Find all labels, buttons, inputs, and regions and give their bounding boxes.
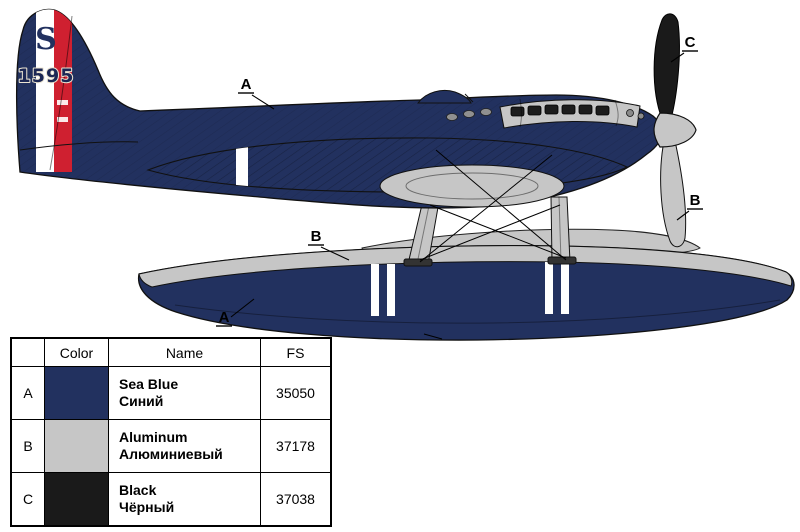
rear-strut-fitting — [547, 256, 577, 265]
tail-code: S — [35, 22, 57, 57]
table-row-a-name-en: Sea Blue — [119, 376, 179, 392]
table-row-a-fs: 35050 — [260, 366, 330, 419]
windscreen-line — [464, 93, 474, 103]
callout-a-fuselage: A — [241, 76, 252, 93]
callouts: A C B B A — [216, 34, 703, 327]
rudder-hinge-line — [49, 15, 73, 171]
propeller-spinner — [653, 112, 697, 148]
table-row-b-swatch — [44, 419, 108, 472]
main-float — [137, 245, 795, 341]
leader-b-float — [320, 246, 350, 261]
cowl-port-2 — [637, 112, 645, 120]
table-row-c-letter: C — [12, 472, 44, 525]
cockpit-vents — [446, 108, 492, 121]
propeller-blade-bottom — [660, 140, 687, 248]
tailplane-line — [19, 141, 139, 151]
panel-line-1 — [519, 98, 522, 128]
fin-flash-white — [36, 9, 54, 172]
table-row-b-name-en: Aluminum — [119, 429, 188, 445]
front-strut-fitting — [403, 258, 433, 267]
table-row-c-name: Black Чёрный — [108, 472, 260, 525]
exhaust-stubs — [510, 104, 610, 117]
table-header-fs: FS — [260, 339, 330, 366]
float-id-stripes — [371, 262, 569, 316]
table-row-c-swatch — [44, 472, 108, 525]
float-chine-line — [174, 299, 781, 324]
panel-line-2 — [614, 99, 619, 127]
callout-b-float: B — [311, 228, 322, 245]
table-row-a-name: Sea Blue Синий — [108, 366, 260, 419]
float-step-line — [423, 333, 443, 340]
leader-a-float — [230, 298, 255, 318]
callout-a-float: A — [219, 309, 230, 326]
table-header-letter — [12, 339, 44, 366]
color-table: Color Name FS A Sea Blue Синий 35050 B A… — [10, 337, 332, 527]
callout-c-propeller: C — [685, 34, 696, 51]
table-row-c-name-en: Black — [119, 482, 157, 498]
leader-a-fuselage — [251, 94, 275, 110]
belly-fairing — [379, 164, 565, 208]
table-row-a-swatch — [44, 366, 108, 419]
propeller — [653, 13, 697, 248]
fin-tick-2 — [57, 117, 68, 122]
table-header-name: Name — [108, 339, 260, 366]
leader-b-propeller — [676, 210, 690, 221]
leader-c-propeller — [670, 52, 685, 63]
propeller-blade-top — [653, 13, 680, 120]
table-header-color: Color — [44, 339, 108, 366]
fin-tick-1 — [57, 100, 68, 105]
table-row-a-name-ru: Синий — [119, 393, 164, 409]
table-row-c-name-ru: Чёрный — [119, 499, 175, 515]
table-row-c-fs: 37038 — [260, 472, 330, 525]
table-row-b-letter: B — [12, 419, 44, 472]
bracing-wires — [419, 149, 567, 263]
table-row-b-fs: 37178 — [260, 419, 330, 472]
table-row-b-name: Aluminum Алюминиевый — [108, 419, 260, 472]
cockpit-canopy — [417, 89, 474, 104]
cowl-port-1 — [626, 109, 634, 117]
tail-serial: 1595 — [18, 65, 75, 87]
callout-b-propeller: B — [690, 192, 701, 209]
table-row-b-name-ru: Алюминиевый — [119, 446, 223, 462]
wing-id-stripe — [236, 140, 248, 190]
engine-cowl — [446, 98, 645, 129]
table-row-a-letter: A — [12, 366, 44, 419]
